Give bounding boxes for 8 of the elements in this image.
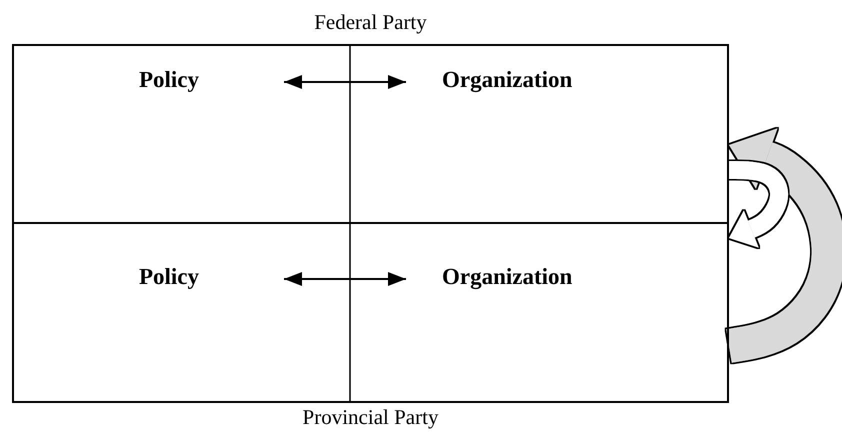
cell-label: Organization	[406, 257, 656, 297]
panel-heading: Federal Party	[313, 10, 428, 35]
cell-label: Organization	[406, 60, 656, 100]
panel-heading: Provincial Party	[302, 405, 440, 430]
cell-label: Policy	[54, 257, 284, 297]
cell-label: Policy	[54, 60, 284, 100]
double-arrow	[284, 272, 406, 286]
double-arrow	[284, 75, 406, 89]
